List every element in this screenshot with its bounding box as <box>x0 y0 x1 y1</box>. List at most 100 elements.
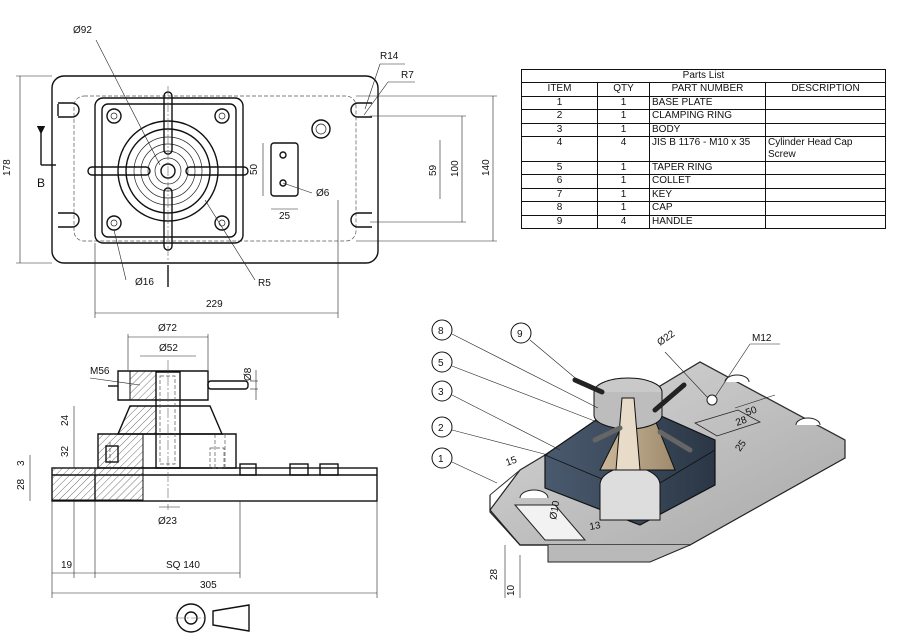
cell-item: 7 <box>521 187 598 203</box>
dim-50: 50 <box>249 163 260 175</box>
dim-dia-23: Ø23 <box>158 516 177 527</box>
cell-part-number: KEY <box>649 187 766 203</box>
dim-100: 100 <box>450 160 461 177</box>
cell-part-number: HANDLE <box>649 214 766 229</box>
cell-qty: 4 <box>597 214 650 229</box>
taper-ring-section <box>116 405 224 435</box>
isometric-view: 8 9 5 3 2 1 Ø22 M12 50 28 2 <box>431 319 846 598</box>
iso-dim-dia-22: Ø22 <box>655 328 677 348</box>
cell-item: 8 <box>521 201 598 216</box>
cell-qty: 1 <box>597 122 650 137</box>
dim-dia-16: Ø16 <box>135 277 154 288</box>
cell-part-number: TAPER RING <box>649 160 766 176</box>
dim-dia-92: Ø92 <box>73 25 92 36</box>
cell-part-number: BODY <box>649 122 766 137</box>
cell-item: 1 <box>521 95 598 111</box>
iso-dimensions: Ø22 M12 50 28 25 15 Ø10 13 28 10 <box>489 328 780 598</box>
cell-description: Cylinder Head Cap Screw <box>765 135 886 162</box>
cell-qty: 4 <box>597 135 650 162</box>
handle-front <box>207 380 249 390</box>
balloon-2 <box>431 416 453 438</box>
cell-part-number: BASE PLATE <box>649 95 766 111</box>
section-mark: B <box>37 176 45 190</box>
cell-description <box>765 109 886 124</box>
dim-305: 305 <box>200 580 217 591</box>
balloon-5-label: 5 <box>438 358 444 369</box>
cap-screws-top <box>106 108 230 231</box>
cap-section <box>117 370 209 401</box>
dim-dia-52: Ø52 <box>159 343 178 354</box>
balloon-3 <box>431 380 453 402</box>
cell-part-number: COLLET <box>649 174 766 189</box>
cell-qty: 1 <box>597 201 650 216</box>
body-square <box>94 97 244 244</box>
balloon-9 <box>510 322 532 344</box>
header-part-number: PART NUMBER <box>649 82 766 97</box>
cell-part-number: JIS B 1176 - M10 x 35 <box>649 135 766 162</box>
cell-description <box>765 201 886 216</box>
cell-description <box>765 187 886 203</box>
base-hatch-left <box>51 467 96 501</box>
dim-140: 140 <box>481 159 492 176</box>
collet-detail <box>175 603 250 633</box>
balloon-8 <box>431 319 453 341</box>
dim-dia-6: Ø6 <box>316 188 330 199</box>
cell-description <box>765 122 886 137</box>
balloon-1-label: 1 <box>438 454 444 465</box>
cell-part-number: CLAMPING RING <box>649 109 766 124</box>
cell-description <box>765 160 886 176</box>
cell-qty: 1 <box>597 95 650 111</box>
balloon-5 <box>431 351 453 373</box>
cell-qty: 1 <box>597 187 650 203</box>
dim-24: 24 <box>60 414 71 426</box>
dim-32: 32 <box>60 445 71 457</box>
cell-description <box>765 95 886 111</box>
iso-handles <box>572 377 693 453</box>
top-view: B Ø92 178 R14 R7 50 59 100 140 Ø6 <box>2 25 497 318</box>
cell-qty: 1 <box>597 160 650 176</box>
dim-sq140: SQ 140 <box>166 560 200 571</box>
balloon-2-label: 2 <box>438 423 444 434</box>
dim-25: 25 <box>279 211 291 222</box>
iso-dim-10: 10 <box>506 584 517 596</box>
balloon-9-label: 9 <box>517 329 523 340</box>
iso-dim-15: 15 <box>504 455 519 469</box>
balloons: 8 9 5 3 2 1 <box>431 319 606 484</box>
key-plate <box>270 142 299 197</box>
iso-collet <box>615 397 641 471</box>
collet-section <box>155 371 181 469</box>
cell-item: 5 <box>521 160 598 176</box>
cell-item: 4 <box>521 135 598 162</box>
dim-229: 229 <box>206 299 223 310</box>
dim-3: 3 <box>16 460 27 466</box>
dim-r5: R5 <box>258 278 271 289</box>
cell-item: 6 <box>521 174 598 189</box>
balloon-1 <box>431 447 453 469</box>
dim-r14: R14 <box>380 51 399 62</box>
m12-hole <box>311 119 331 139</box>
cell-qty: 1 <box>597 109 650 124</box>
iso-dim-dia-10: Ø10 <box>548 500 562 521</box>
dim-28: 28 <box>16 478 27 490</box>
header-qty: QTY <box>597 82 650 97</box>
front-section-view: Ø72 Ø52 M56 Ø8 24 32 3 28 Ø23 19 SQ 140 <box>16 323 378 633</box>
dim-dia-8: Ø8 <box>243 367 254 381</box>
dim-178: 178 <box>2 159 13 176</box>
iso-dim-13: 13 <box>589 520 602 533</box>
cell-item: 2 <box>521 109 598 124</box>
dim-dia-72: Ø72 <box>158 323 177 334</box>
base-plate-outline <box>51 75 379 264</box>
top-dimensions: Ø92 178 R14 R7 50 59 100 140 Ø6 25 Ø16 <box>2 25 497 318</box>
iso-dim-28b: 28 <box>489 568 500 580</box>
balloon-8-label: 8 <box>438 326 444 337</box>
header-description: DESCRIPTION <box>765 82 886 97</box>
cell-description <box>765 214 886 229</box>
